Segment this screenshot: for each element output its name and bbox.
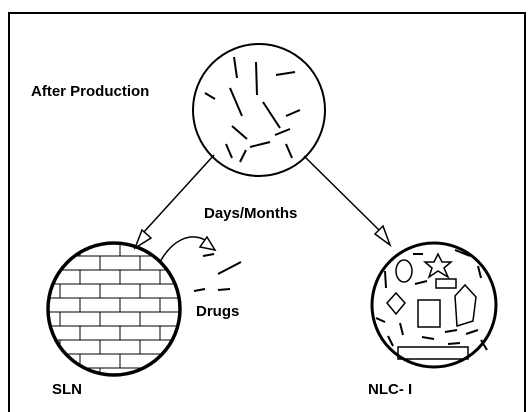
diagram-canvas bbox=[46, 43, 498, 377]
label-sln: SLN bbox=[52, 381, 82, 398]
initial-particle bbox=[192, 43, 326, 177]
nlc-particle bbox=[370, 241, 498, 369]
arrow-to-sln bbox=[133, 154, 215, 250]
label-drugs: Drugs bbox=[196, 303, 240, 320]
expelled-drugs bbox=[193, 253, 242, 292]
arrow-to-nlc bbox=[303, 155, 392, 248]
sln-particle bbox=[46, 241, 182, 377]
label-after-production: After Production bbox=[31, 83, 150, 100]
diagram-frame bbox=[8, 12, 526, 412]
drug-expulsion-arrow bbox=[159, 235, 217, 263]
label-nlc: NLC- I bbox=[368, 381, 413, 398]
label-time: Days/Months bbox=[204, 205, 298, 222]
